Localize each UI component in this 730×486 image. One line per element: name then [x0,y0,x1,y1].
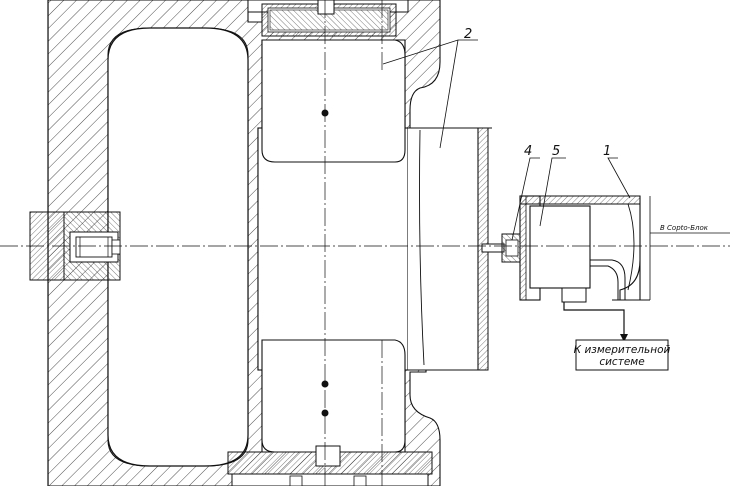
callout-5: 5 [552,144,560,159]
end-cover [408,127,492,371]
sensor-cover [519,195,651,301]
callout-4: 4 [524,144,532,159]
callout-1: 1 [603,144,611,159]
measure-system-box: К измерительной системе [574,339,671,371]
bottom-cap [227,445,433,486]
mounting-holes [321,109,329,417]
note-to-block: В Copto-Блок [660,224,709,232]
top-cap [247,0,409,37]
sensor-assembly [481,195,591,303]
leaders [382,39,730,241]
rotor-cavity [257,39,409,453]
measure-cable [563,302,628,342]
callout-2: 2 [464,27,472,42]
measure-line-1: К измерительной [574,344,671,356]
measure-line-2: системе [599,356,644,368]
left-pocket [107,27,249,467]
